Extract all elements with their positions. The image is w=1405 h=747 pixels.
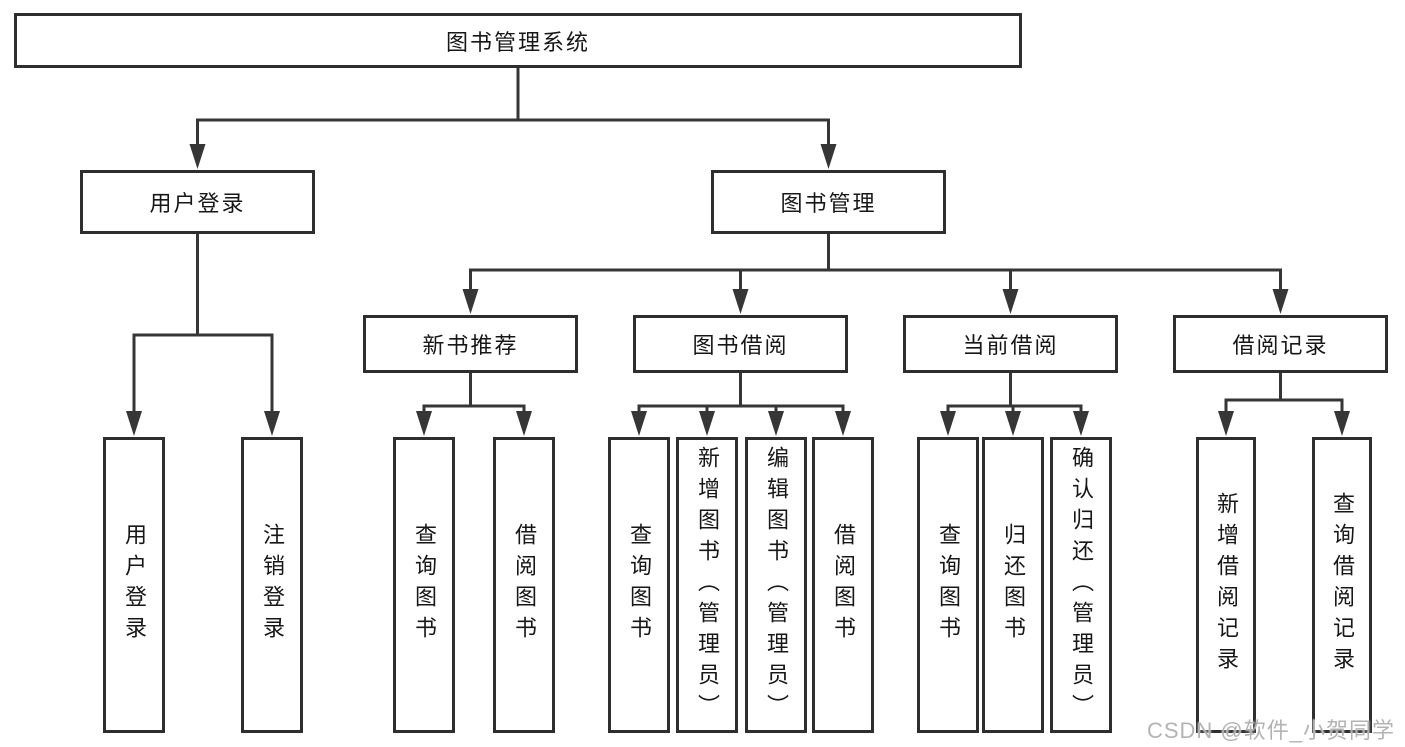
node-leaf-borrow-book-1: 借阅图书 [493,437,555,733]
node-leaf-query-book-1: 查询图书 [393,437,455,733]
node-label-leaf-borrow-book-1: 借阅图书 [512,523,537,647]
node-label-leaf-return-book: 归还图书 [1001,523,1026,647]
node-label-leaf-logout: 注销登录 [260,523,285,647]
node-leaf-edit-book-admin: 编辑图书（管理员） [745,437,807,733]
node-label-borrow-records: 借阅记录 [1232,333,1329,358]
node-label-leaf-user-login: 用户登录 [122,523,147,647]
node-label-leaf-query-book-2: 查询图书 [627,523,652,647]
node-label-current-borrow: 当前借阅 [962,333,1059,358]
node-label-leaf-query-borrow-record: 查询借阅记录 [1330,492,1355,678]
node-label-leaf-query-book-1: 查询图书 [412,523,437,647]
node-leaf-query-book-3: 查询图书 [917,437,979,733]
node-leaf-logout: 注销登录 [241,437,303,733]
node-leaf-add-book-admin: 新增图书（管理员） [676,437,738,733]
node-new-book-recommend: 新书推荐 [363,315,578,373]
node-user-login: 用户登录 [80,170,315,234]
node-label-user-login: 用户登录 [149,191,246,216]
node-label-leaf-edit-book-admin: 编辑图书（管理员） [764,445,789,725]
node-book-management: 图书管理 [711,170,946,234]
node-label-root: 图书管理系统 [445,29,590,55]
csdn-watermark: CSDN @软件_小贺同学 [1146,718,1395,743]
node-root: 图书管理系统 [14,13,1022,68]
node-leaf-query-borrow-record: 查询借阅记录 [1312,437,1372,733]
node-leaf-add-borrow-record: 新增借阅记录 [1196,437,1256,733]
node-leaf-borrow-book-2: 借阅图书 [812,437,874,733]
node-leaf-user-login: 用户登录 [103,437,165,733]
node-leaf-query-book-2: 查询图书 [608,437,670,733]
node-label-leaf-add-borrow-record: 新增借阅记录 [1214,492,1239,678]
node-borrow-records: 借阅记录 [1173,315,1388,373]
node-book-borrow: 图书借阅 [633,315,848,373]
node-label-book-management: 图书管理 [780,191,877,216]
node-current-borrow: 当前借阅 [903,315,1118,373]
node-leaf-confirm-return: 确认归还（管理员） [1050,437,1112,733]
node-leaf-return-book: 归还图书 [982,437,1044,733]
node-label-new-book-recommend: 新书推荐 [422,333,519,358]
node-label-leaf-borrow-book-2: 借阅图书 [831,523,856,647]
node-label-book-borrow: 图书借阅 [692,333,789,358]
node-label-leaf-add-book-admin: 新增图书（管理员） [695,445,720,725]
node-label-leaf-confirm-return: 确认归还（管理员） [1069,445,1094,725]
node-label-leaf-query-book-3: 查询图书 [936,523,961,647]
